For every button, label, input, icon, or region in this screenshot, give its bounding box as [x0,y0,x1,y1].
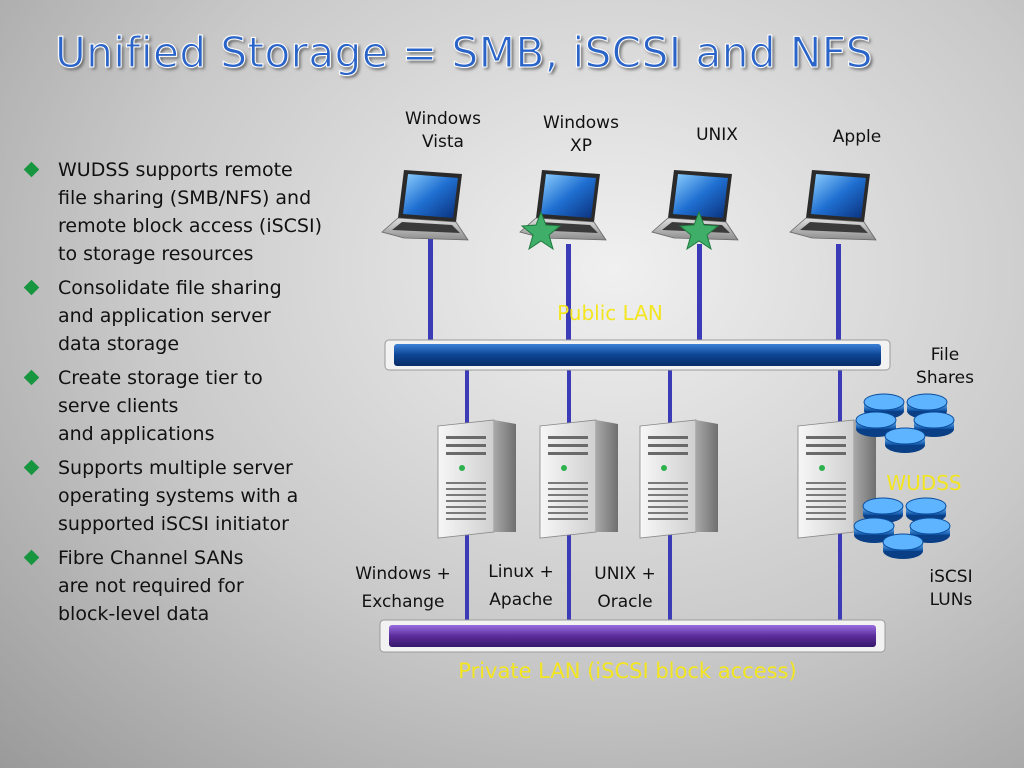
client-label-vista: Windows Vista [388,108,498,154]
bullet-line: to storage resources [58,243,254,265]
server-label-linux: Linux + Apache [476,558,566,614]
uplink-xp [566,244,571,342]
disk-icon [884,427,926,454]
iscsi-luns-disk-stack [853,497,951,560]
bullet-item: Consolidate file sharing and application… [22,274,352,358]
bullet-line: and application server [58,305,271,327]
bullet-line: Consolidate file sharing [58,277,282,299]
laptop-icon [789,169,877,241]
client-label-line: UNIX [696,125,738,145]
client-label-apple: Apple [802,126,912,149]
bullet-line: WUDSS supports remote [58,159,293,181]
bullet-line: Create storage tier to [58,367,263,389]
private-lan-bus [379,619,886,653]
laptop-icon [381,169,469,241]
client-label-unix: UNIX [662,124,772,147]
file-shares-label-line: File [930,345,960,365]
public-lan-label: Public LAN [557,301,663,325]
uplink-unix [697,244,702,342]
slide-title: Unified Storage = SMB, iSCSI and NFS [55,28,873,78]
server-label-line: Apache [489,590,553,610]
bullet-line: operating systems with a [58,485,299,507]
server-label-line: Exchange [361,592,445,612]
bullet-item: Supports multiple server operating syste… [22,454,352,538]
bullet-line: block-level data [58,603,210,625]
server-label-unix: UNIX + Oracle [580,560,670,616]
client-uplinks [428,238,841,342]
server-label-line: Windows + [355,564,451,584]
client-label-line: Vista [422,132,464,152]
file-shares-label: File Shares [900,344,990,390]
bullet-line: are not required for [58,575,244,597]
uplink-apple [836,244,841,342]
bullet-line: remote block access (iSCSI) [58,215,323,237]
bullet-line: data storage [58,333,180,355]
public-lan-bus [384,339,891,371]
client-label-line: Apple [832,127,882,147]
private-lan-label: Private LAN (iSCSI block access) [458,659,797,683]
tower-server-icon [539,419,619,539]
tower-server-icon [639,419,719,539]
client-label-xp: Windows XP [526,112,636,158]
bullet-line: serve clients [58,395,179,417]
client-label-line: XP [570,136,592,156]
file-shares-label-line: Shares [916,368,974,388]
server-label-line: Oracle [597,592,653,612]
bullet-item: Fibre Channel SANs are not required for … [22,544,352,628]
bullet-item: WUDSS supports remote file sharing (SMB/… [22,156,352,268]
uplink-vista [428,238,433,342]
bullet-line: supported iSCSI initiator [58,513,289,535]
server-label-line: Linux + [488,562,554,582]
bullet-item: Create storage tier to serve clients and… [22,364,352,448]
bullet-line: Fibre Channel SANs [58,547,244,569]
bullet-list: WUDSS supports remote file sharing (SMB/… [22,156,352,634]
wudss-label: WUDSS [886,471,962,495]
bullet-line: file sharing (SMB/NFS) and [58,187,312,209]
tower-server-icon [437,419,517,539]
disk-icon [882,533,924,560]
client-label-line: Windows [405,109,481,129]
bullet-line: and applications [58,423,215,445]
bullet-line: Supports multiple server [58,457,293,479]
server-label-windows: Windows + Exchange [338,560,468,616]
server-label-line: UNIX + [594,564,656,584]
client-label-line: Windows [543,113,619,133]
iscsi-luns-label: iSCSI LUNs [906,566,996,612]
iscsi-luns-label-line: iSCSI [929,567,973,587]
iscsi-luns-label-line: LUNs [929,590,973,610]
